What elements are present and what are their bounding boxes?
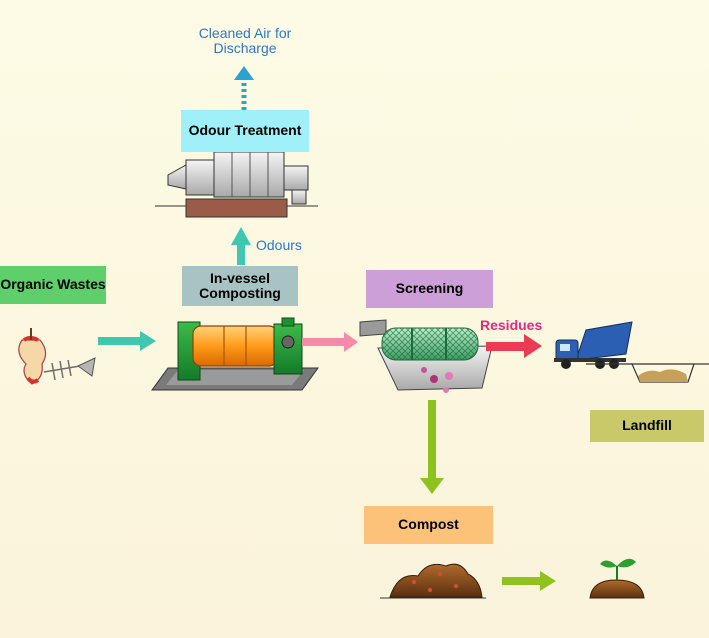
seedling-icon: [589, 558, 645, 599]
dump-truck-icon: [554, 321, 633, 369]
compost-arrow: [420, 400, 444, 494]
residues-label: Residues: [480, 317, 543, 333]
organic-waste-icon: [18, 328, 96, 385]
in-vessel-composting-label: In-vessel Composting: [182, 266, 298, 306]
trommel-screen-icon: [359, 319, 493, 393]
landfill-pit-icon: [586, 363, 709, 383]
arrow-to-screening: [302, 332, 358, 352]
in-vessel-composter-icon: [151, 317, 319, 391]
landfill-label: Landfill: [590, 410, 704, 442]
cleaned-air-label: Cleaned Air for Discharge: [198, 25, 292, 57]
screening-label: Screening: [366, 270, 493, 308]
arrow-to-cleaned-air: [234, 66, 254, 110]
compost-label: Compost: [364, 506, 493, 544]
residues-arrow: [486, 334, 542, 358]
odours-arrow: [231, 227, 251, 265]
arrow-to-plant: [502, 571, 556, 591]
odour-treatment-label: Odour Treatment: [181, 110, 309, 152]
compost-pile-icon: [380, 563, 486, 599]
odours-label: Odours: [256, 237, 302, 253]
arrow-to-vessel: [98, 331, 156, 351]
organic-wastes-label: Organic Wastes: [0, 266, 106, 304]
odour-treatment-unit-icon: [155, 151, 318, 218]
